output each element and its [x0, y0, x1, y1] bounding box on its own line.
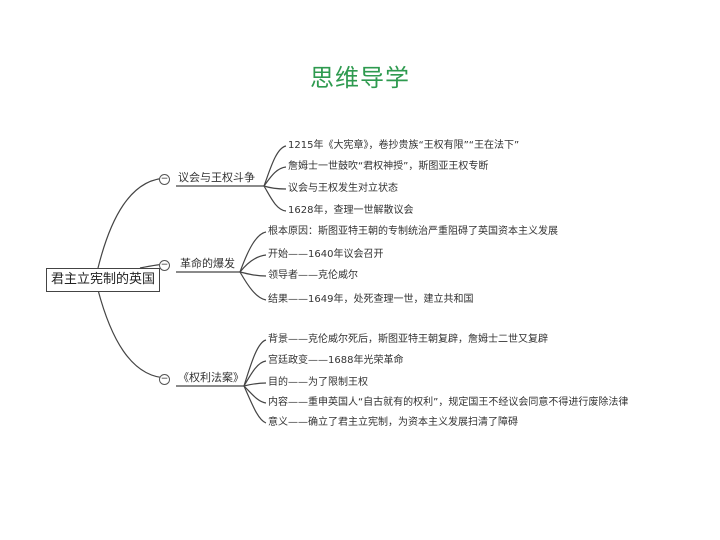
leaf-b3-1[interactable]: 背景——克伦威尔死后，斯图亚特王朝复辟，詹姆士二世又复辟 [268, 334, 548, 345]
leaf-b2-3[interactable]: 领导者——克伦威尔 [268, 270, 358, 281]
leaf-b1-1[interactable]: 1215年《大宪章》，卷抄贵族“王权有限”“王在法下” [288, 140, 520, 151]
leaf-b1-4[interactable]: 1628年，查理一世解散议会 [288, 205, 414, 216]
branch-parliament-vs-crown[interactable]: 议会与王权斗争 [178, 171, 255, 184]
collapse-toggle-branch-2[interactable]: − [159, 260, 170, 271]
connector-b1-leaf-1 [263, 145, 287, 187]
connector-b3-leaf-3 [243, 382, 267, 387]
branch-revolution-outbreak[interactable]: 革命的爆发 [180, 257, 235, 270]
connector-b3-leaf-2 [243, 360, 267, 387]
connector-b1-leaf-4 [263, 185, 287, 212]
leaf-b1-3[interactable]: 议会与王权发生对立状态 [288, 183, 398, 194]
collapse-toggle-branch-1[interactable]: − [159, 174, 170, 185]
connector-b2-leaf-4 [239, 271, 267, 301]
connector-b2-leaf-2 [239, 254, 267, 273]
connector-b3-leaf-4 [243, 385, 267, 404]
connector-root-branch-3 [97, 289, 169, 379]
connector-b3-leaf-5 [243, 385, 267, 424]
leaf-b2-4[interactable]: 结果——1649年，处死查理一世，建立共和国 [268, 294, 474, 305]
leaf-b3-2[interactable]: 宫廷政变——1688年光荣革命 [268, 355, 404, 366]
leaf-b2-2[interactable]: 开始——1640年议会召开 [268, 249, 384, 260]
connector-b1-leaf-3 [263, 185, 287, 190]
root-node[interactable]: 君主立宪制的英国 [46, 268, 160, 292]
leaf-b3-3[interactable]: 目的——为了限制王权 [268, 377, 368, 388]
leaf-b1-2[interactable]: 詹姆士一世鼓吹“君权神授”，斯图亚王权专断 [288, 161, 489, 172]
connector-b2-leaf-1 [239, 231, 267, 273]
leaf-b3-4[interactable]: 内容——重申英国人“自古就有的权利”，规定国王不经议会同意不得进行废除法律 [268, 397, 629, 408]
connector-b1-leaf-2 [263, 166, 287, 187]
leaf-b2-1[interactable]: 根本原因：斯图亚特王朝的专制统治严重阻碍了英国资本主义发展 [268, 226, 558, 237]
page-title: 思维导学 [310, 64, 410, 92]
connector-b3-leaf-1 [243, 339, 267, 387]
connector-root-branch-1 [97, 177, 169, 269]
leaf-b3-5[interactable]: 意义——确立了君主立宪制，为资本主义发展扫清了障碍 [268, 417, 518, 428]
connector-b2-leaf-3 [239, 271, 267, 277]
branch-bill-of-rights[interactable]: 《权利法案》 [178, 371, 244, 384]
collapse-toggle-branch-3[interactable]: − [159, 374, 170, 385]
